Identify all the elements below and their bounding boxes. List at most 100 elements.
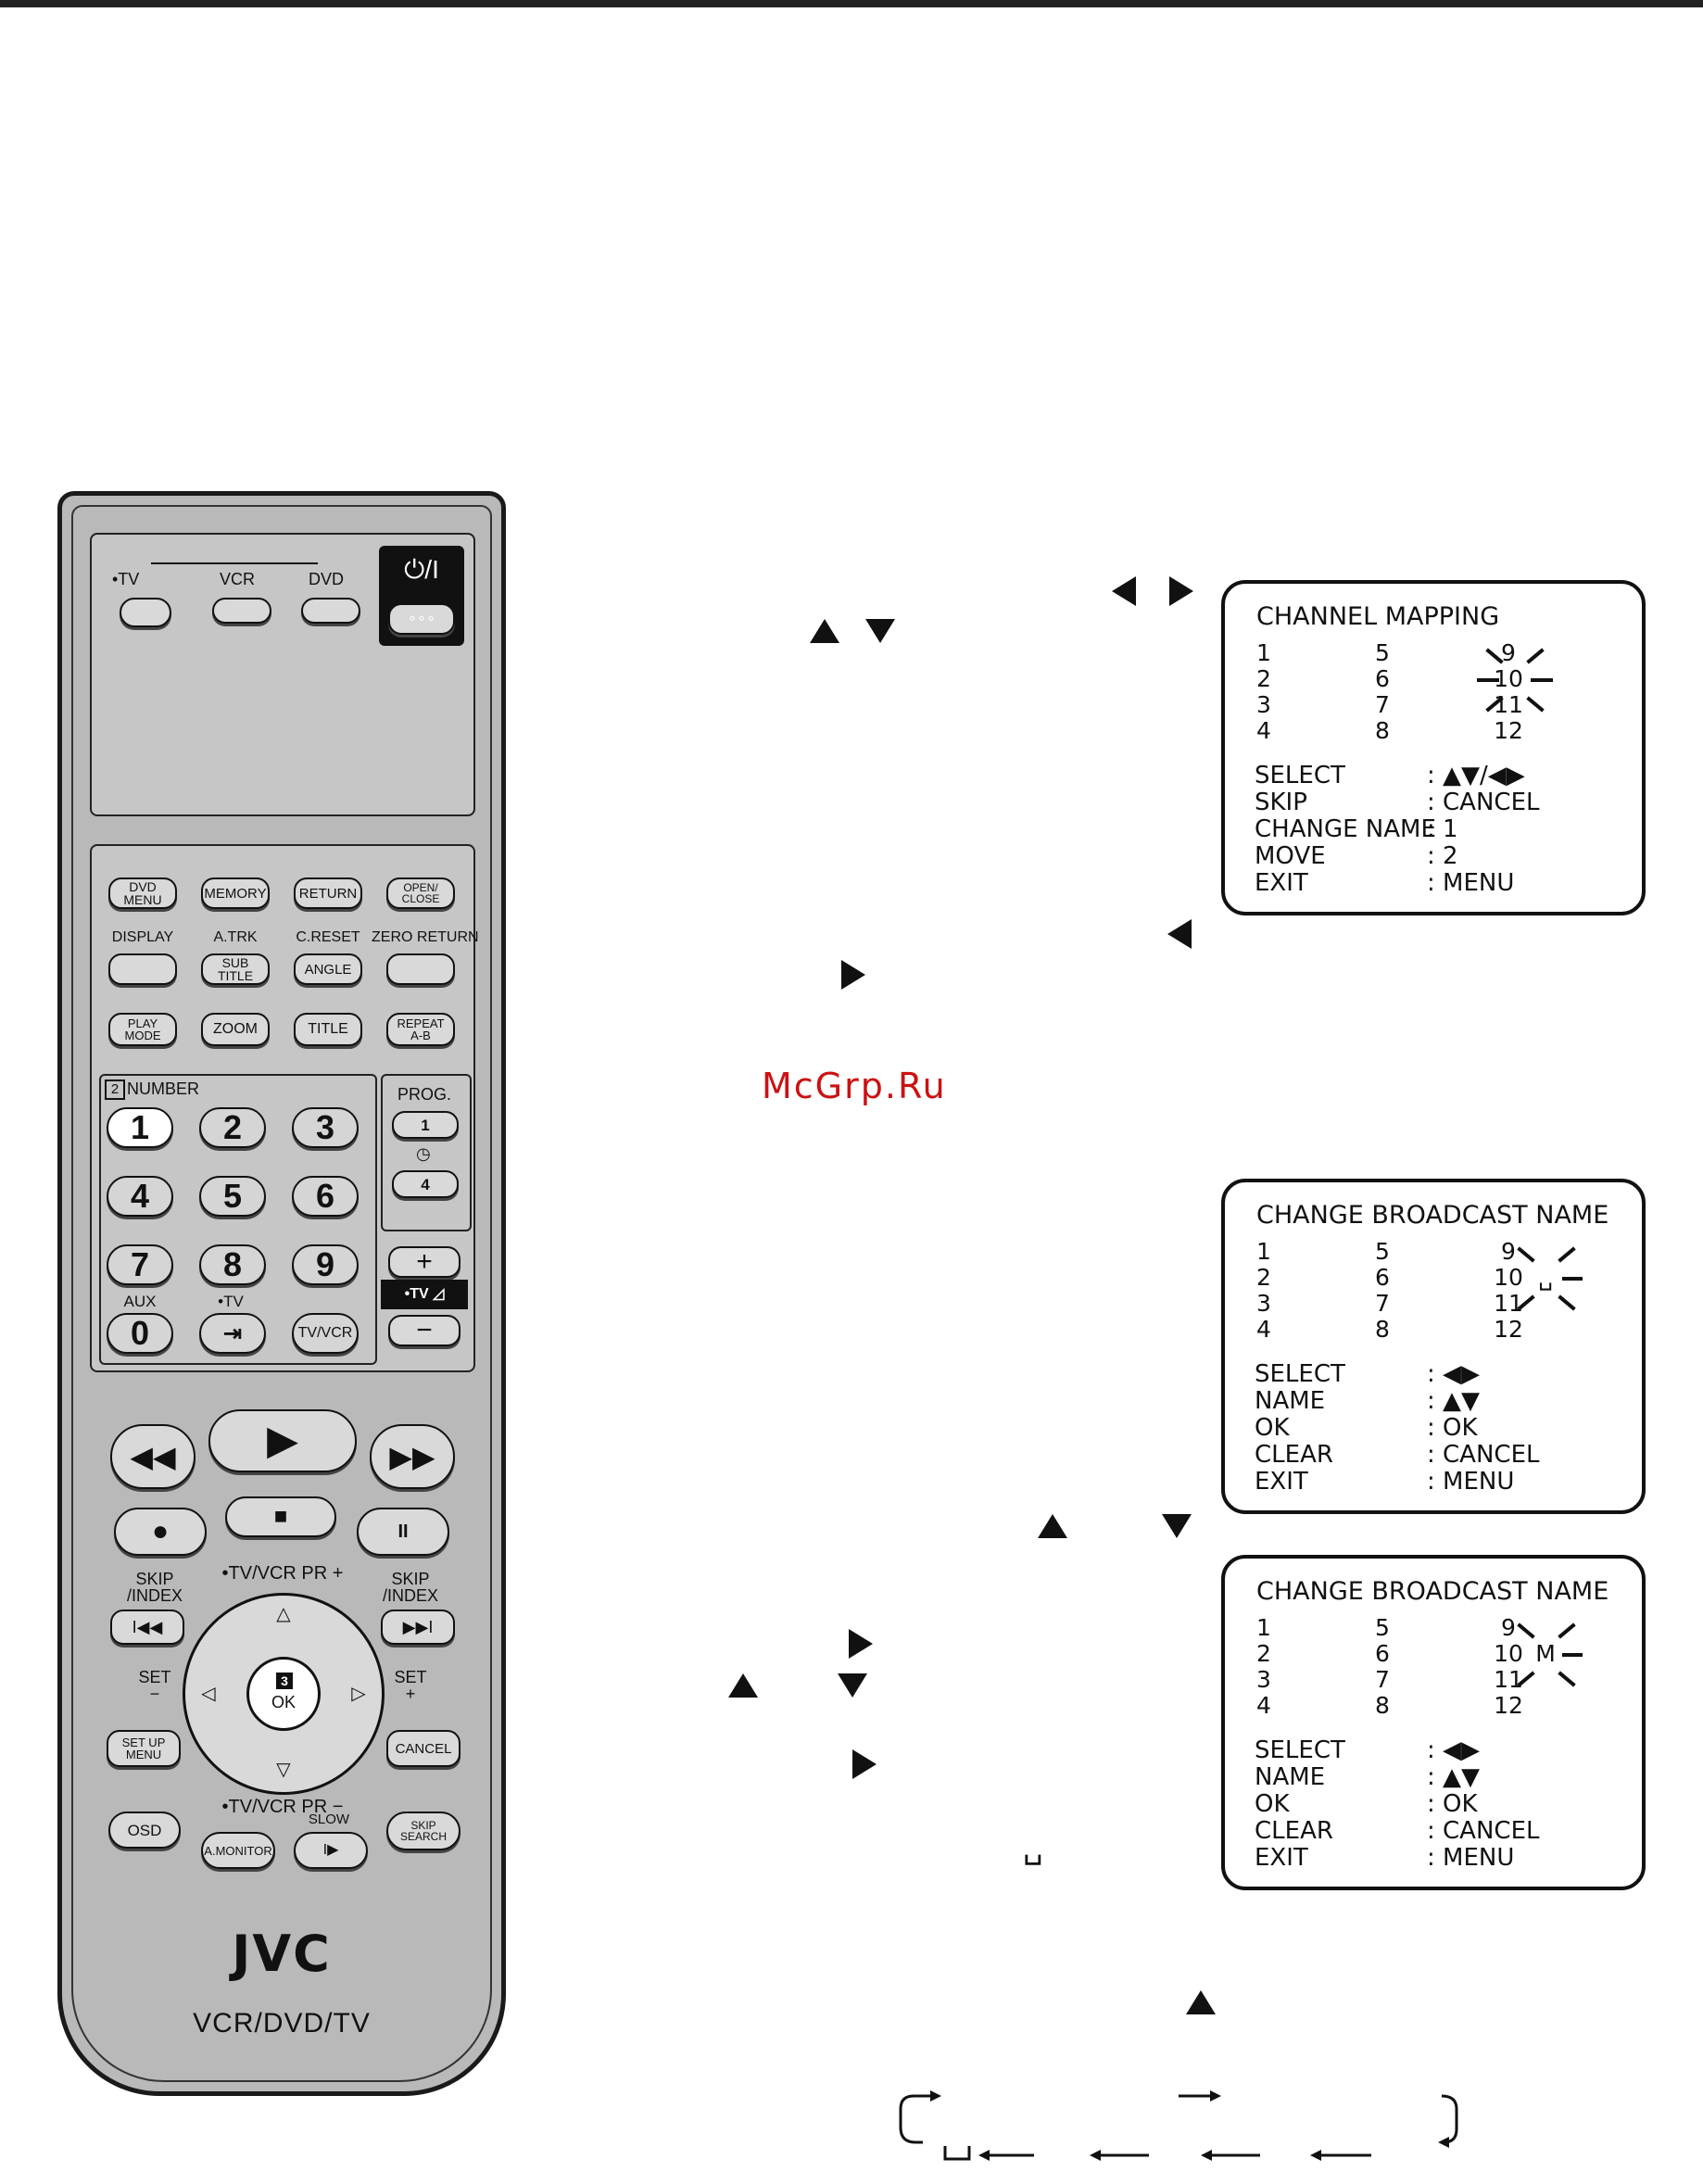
zero-return-button[interactable]	[386, 953, 455, 985]
channel-number: 4	[1256, 1692, 1271, 1719]
open-close-button[interactable]: OPEN/ CLOSE	[386, 877, 455, 909]
menu-value: : 2	[1427, 842, 1458, 870]
menu-row-name: NAME: ▲▼	[1255, 1763, 1480, 1791]
channel-number: 3	[1256, 691, 1271, 718]
play-mode-button[interactable]: PLAY MODE	[108, 1013, 177, 1046]
menu-row-select: SELECT: ◀▶	[1255, 1736, 1480, 1764]
left-arrow-icon	[1112, 576, 1136, 606]
menu-value: : CANCEL	[1427, 1817, 1540, 1845]
screen-title: CHANNEL MAPPING	[1256, 602, 1500, 631]
skip-forward-button[interactable]: ▶▶I	[381, 1610, 455, 1645]
menu-value: : ◀▶	[1427, 1360, 1481, 1388]
dvd-menu-button[interactable]: DVD MENU	[108, 877, 177, 909]
skip-search-button[interactable]: SKIP SEARCH	[386, 1812, 460, 1850]
cancel-button[interactable]: CANCEL	[386, 1730, 460, 1767]
nav-down-button[interactable]: ▽	[276, 1760, 291, 1780]
number-9-button[interactable]: 9	[292, 1244, 359, 1285]
tvvcr-pr-minus-label: •TV/VCR PR −	[221, 1797, 344, 1817]
number-2-button[interactable]: 2	[199, 1107, 266, 1148]
arrow-left-icon	[1310, 2150, 1321, 2161]
arrow-left-icon	[1201, 2150, 1212, 2161]
blink-ray	[1477, 678, 1499, 682]
number-6-button[interactable]: 6	[292, 1176, 359, 1217]
setup-menu-button[interactable]: SET UP MENU	[107, 1730, 181, 1767]
pause-button[interactable]: II	[357, 1508, 449, 1556]
number-4-button[interactable]: 4	[107, 1176, 173, 1217]
tv-mode-switch[interactable]	[120, 598, 171, 627]
right-arrow-icon	[849, 1629, 873, 1659]
slow-button[interactable]: I▶	[294, 1832, 368, 1869]
remote-inner-outline	[71, 505, 492, 2082]
menu-value: : ▲▼/◀▶	[1427, 762, 1525, 789]
channel-number-highlighted: 10	[1494, 1640, 1523, 1667]
number-7-button[interactable]: 7	[107, 1244, 173, 1285]
channel-number: 1	[1256, 1238, 1271, 1265]
volume-up-button[interactable]: +	[388, 1246, 460, 1278]
number-5-button[interactable]: 5	[199, 1176, 266, 1217]
channel-number: 3	[1256, 1666, 1271, 1693]
skip-back-button[interactable]: I◀◀	[110, 1610, 184, 1645]
rewind-button[interactable]: ◀◀	[110, 1424, 196, 1489]
tv-input-label: •TV	[218, 1293, 244, 1310]
ok-button[interactable]: 3 OK	[246, 1657, 321, 1731]
arrow-left-icon	[1090, 2150, 1101, 2161]
number-3-button[interactable]: 3	[292, 1107, 359, 1148]
angle-button[interactable]: ANGLE	[294, 953, 362, 985]
menu-value: : ▲▼	[1427, 1387, 1481, 1415]
channel-number: 5	[1375, 1614, 1390, 1641]
channel-number: 11	[1494, 1666, 1523, 1693]
memory-button[interactable]: MEMORY	[201, 877, 270, 909]
nav-up-button[interactable]: △	[276, 1604, 291, 1624]
stop-button[interactable]: ■	[225, 1496, 336, 1537]
menu-row-exit: EXIT: MENU	[1255, 1468, 1514, 1496]
menu-row-skip: SKIP: CANCEL	[1255, 789, 1539, 816]
vcr-mode-button[interactable]	[212, 598, 271, 624]
prog-1-button[interactable]: 1	[392, 1111, 459, 1139]
subtitle-button[interactable]: SUB TITLE	[201, 953, 270, 985]
input-select-button[interactable]: ⇥	[199, 1313, 266, 1354]
return-button[interactable]: RETURN	[294, 877, 362, 909]
nav-left-button[interactable]: ◁	[201, 1684, 216, 1704]
timer-icon: ◷	[416, 1144, 431, 1163]
repeat-ab-button[interactable]: REPEAT A-B	[386, 1013, 455, 1046]
vcr-mode-label: VCR	[220, 570, 256, 588]
prog-4-button[interactable]: 4	[392, 1170, 459, 1198]
menu-key: OK	[1255, 1414, 1290, 1442]
channel-number: 9	[1501, 639, 1516, 666]
name-cursor: M	[1535, 1640, 1556, 1667]
play-button[interactable]: ▶	[208, 1409, 357, 1472]
menu-value: : CANCEL	[1427, 789, 1540, 816]
display-button[interactable]	[108, 953, 177, 985]
cycle-bracket-left	[899, 2094, 930, 2144]
menu-key: CHANGE NAME	[1255, 815, 1436, 843]
nav-right-button[interactable]: ▷	[351, 1684, 366, 1704]
a-monitor-button[interactable]: A.MONITOR	[201, 1832, 275, 1869]
menu-key: MOVE	[1255, 842, 1326, 870]
volume-down-button[interactable]: −	[388, 1315, 460, 1346]
screen-title: CHANGE BROADCAST NAME	[1256, 1201, 1609, 1230]
blink-ray	[1558, 1246, 1576, 1263]
number-0-button[interactable]: 0	[107, 1313, 173, 1354]
blink-ray	[1558, 1622, 1576, 1639]
menu-value: : 1	[1427, 815, 1458, 843]
record-button[interactable]: ●	[114, 1508, 207, 1556]
watermark: McGrp.Ru	[762, 1066, 947, 1106]
menu-row-ok: OK: OK	[1255, 1790, 1478, 1818]
menu-row-move: MOVE : 2	[1255, 842, 1458, 870]
title-button[interactable]: TITLE	[294, 1013, 362, 1046]
ok-step-badge: 3	[276, 1673, 293, 1689]
down-arrow-icon	[1162, 1514, 1192, 1538]
tv-mode-label: •TV	[112, 570, 140, 588]
number-8-button[interactable]: 8	[199, 1244, 266, 1285]
menu-key: EXIT	[1255, 1468, 1308, 1496]
screen-title: CHANGE BROADCAST NAME	[1256, 1577, 1609, 1606]
power-button[interactable]: ∘∘∘	[388, 603, 455, 635]
fast-forward-button[interactable]: ▶▶	[370, 1424, 455, 1489]
number-1-button[interactable]: 1	[107, 1107, 173, 1148]
dvd-mode-button[interactable]	[301, 598, 360, 624]
osd-button[interactable]: OSD	[108, 1812, 181, 1849]
zoom-button[interactable]: ZOOM	[201, 1013, 270, 1046]
tv-vcr-button[interactable]: TV/VCR	[292, 1313, 359, 1354]
channel-number: 5	[1375, 1238, 1390, 1265]
menu-value: : OK	[1427, 1414, 1478, 1442]
